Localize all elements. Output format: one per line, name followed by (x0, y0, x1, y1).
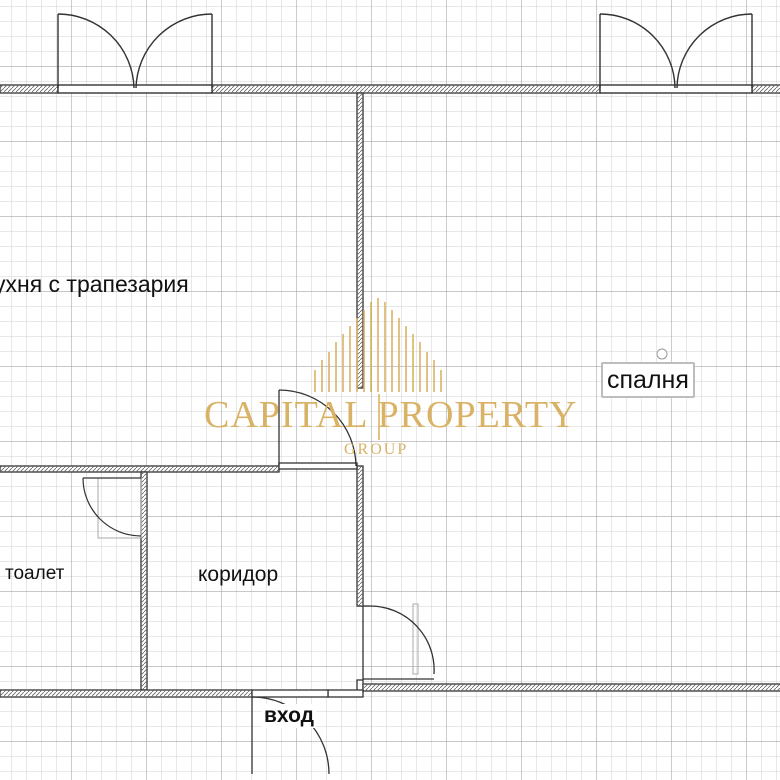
balcony-door-left (57, 13, 213, 94)
room-label-kitchen: ухня с трапезария (0, 271, 189, 297)
room-label-toilet: тоалет (5, 563, 65, 584)
bedroom-door (362, 603, 435, 680)
kitchen-door (278, 389, 358, 470)
watermark-company-sub: GROUP (344, 441, 409, 458)
rotate-handle-icon (656, 348, 668, 360)
room-label-bedroom[interactable]: спалня (601, 362, 695, 398)
kitchen-divider-wall (0, 465, 280, 473)
room-label-corridor: коридор (198, 563, 279, 586)
central-wall (356, 92, 364, 693)
watermark-company-name: CAPITAL PROPERTY (204, 394, 578, 436)
room-label-entrance: вход (262, 704, 316, 728)
balcony-door-right (599, 13, 753, 94)
watermark-logo-bars (314, 298, 442, 440)
toilet-wall (140, 471, 148, 691)
toilet-door (82, 477, 142, 539)
